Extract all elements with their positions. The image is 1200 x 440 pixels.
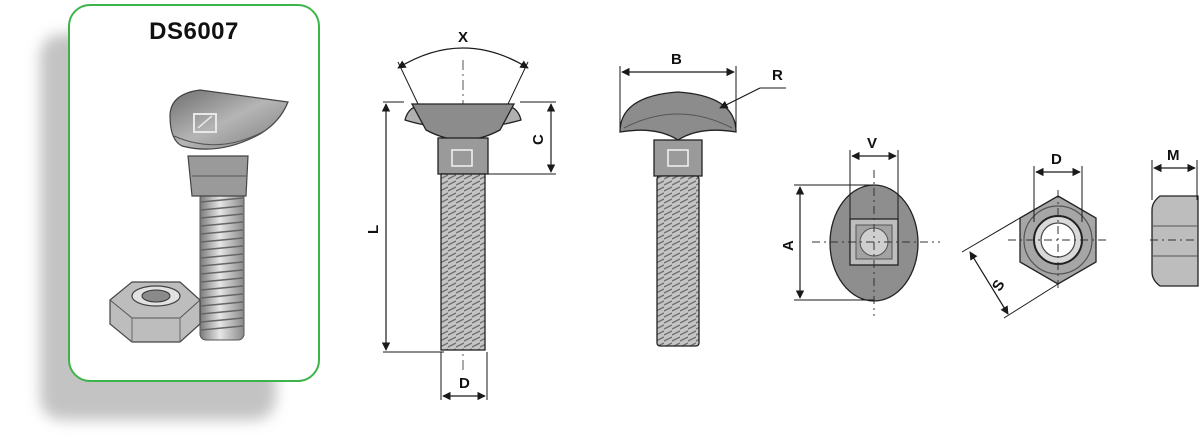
bolt-side-view: X L C D — [365, 29, 556, 401]
dim-r-label: R — [772, 67, 783, 84]
dim-r-leader — [719, 87, 761, 109]
product-code: DS6007 — [149, 18, 239, 45]
dim-c-label: C — [530, 134, 547, 145]
dim-d-nut-label: D — [1051, 151, 1062, 168]
dim-s-line — [969, 251, 1009, 315]
bolt-front-view: B R — [619, 51, 786, 347]
dim-x-arc — [397, 47, 529, 69]
product-card: DS6007 — [68, 4, 320, 382]
nut-top-view: D S — [961, 151, 1110, 319]
dim-d-bolt-label: D — [459, 375, 470, 392]
card-bolt-shank — [199, 191, 245, 341]
dim-v-label: V — [867, 135, 877, 152]
dim-l-label: L — [365, 225, 382, 234]
nut-side-view: M — [1150, 147, 1199, 287]
dim-x-label: X — [458, 29, 468, 46]
bolt-thread — [440, 173, 486, 351]
card-hex-nut — [109, 281, 201, 343]
nut-side-body — [1151, 195, 1199, 287]
front-neck — [653, 139, 703, 177]
dim-s-label: S — [989, 277, 1009, 295]
dim-a-label: A — [780, 240, 797, 251]
dim-m-label: M — [1167, 147, 1180, 164]
front-head — [619, 91, 737, 141]
bolt-nut-illustration — [109, 89, 289, 343]
bolt-top-view: V A — [780, 135, 940, 316]
dim-b-label: B — [671, 51, 682, 68]
card-bolt-head — [169, 89, 289, 150]
card-logo-mark — [193, 113, 217, 133]
bolt-neck — [437, 137, 489, 175]
bolt-head — [410, 103, 516, 141]
front-thread — [656, 175, 700, 347]
